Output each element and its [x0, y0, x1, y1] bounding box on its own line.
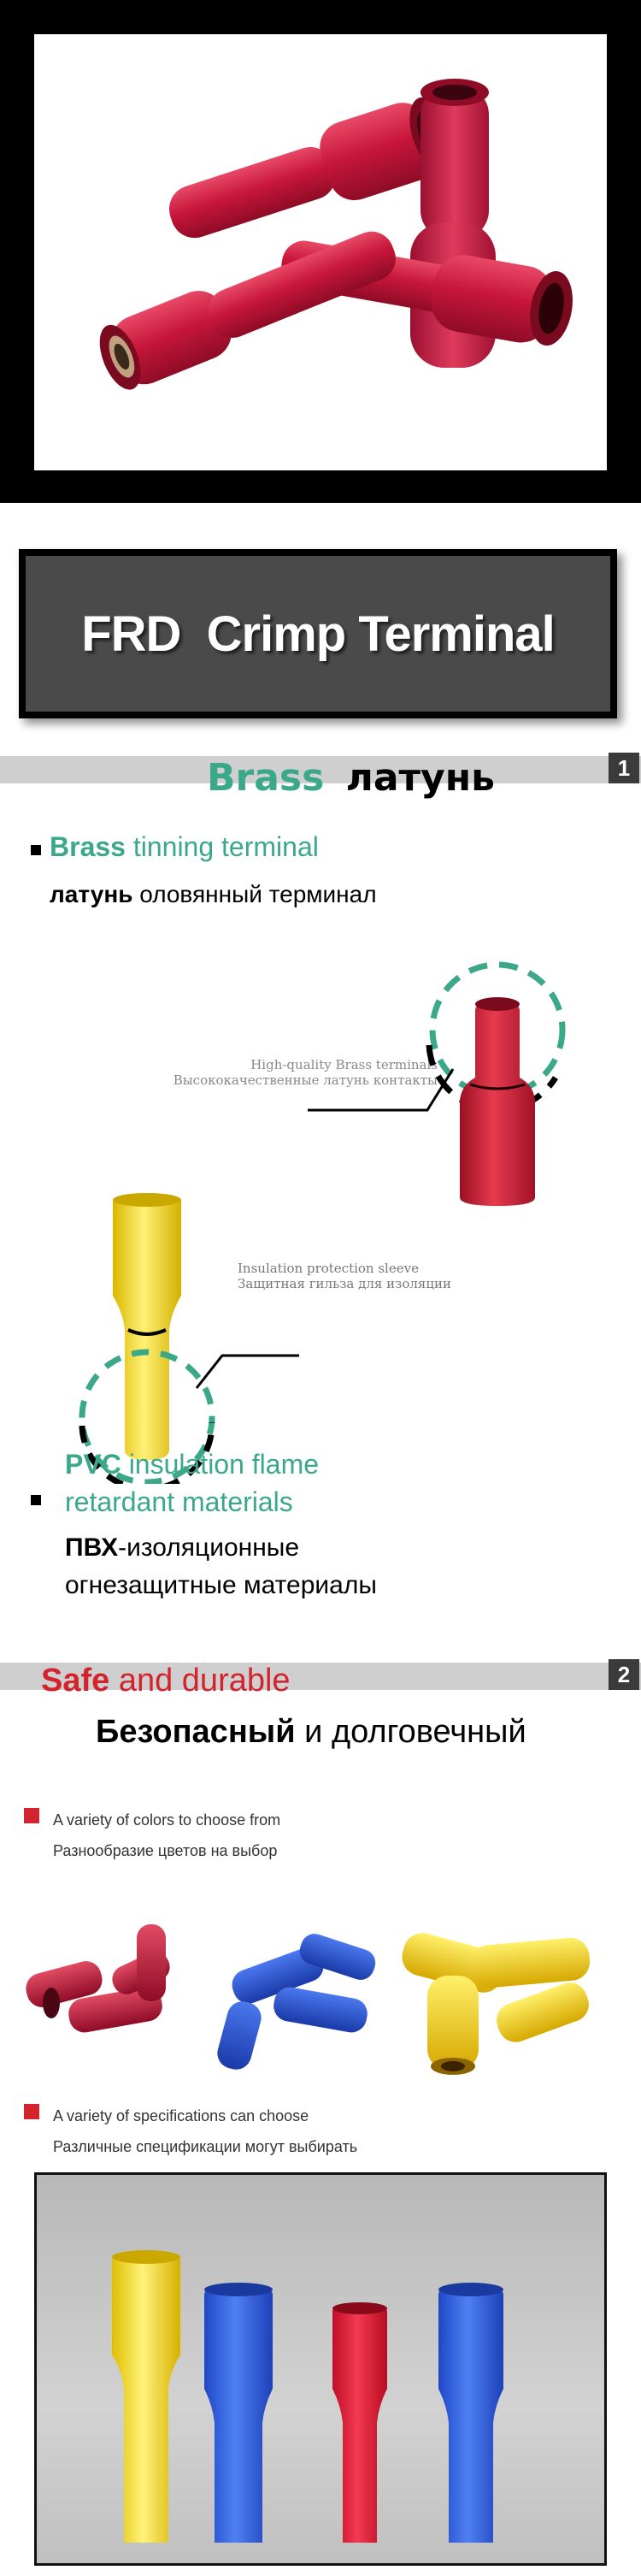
- bullet-2-ru: ПВХ-изоляционные огнезащитные материалы: [65, 1529, 377, 1604]
- heading-ru-rest: и долговечный: [304, 1714, 526, 1750]
- bullet-2-en-bold: PVC: [65, 1449, 121, 1480]
- bullet-1-ru-rest: оловянный терминал: [139, 881, 377, 907]
- section-2-heading-ru: Безопасный и долговечный: [96, 1714, 526, 1751]
- yellow-terminals-group: [402, 1933, 591, 2075]
- heading-latun: латунь: [345, 756, 495, 800]
- section-2-badge: 2: [609, 1659, 639, 1690]
- bullet-1-en: Brass tinning terminal: [50, 831, 319, 863]
- bullet-2-en-line2: retardant materials: [65, 1486, 293, 1517]
- heading-brass: Brass: [207, 756, 325, 800]
- bullet-2-ru-line2: огнезащитные материалы: [65, 1571, 377, 1599]
- section-2-bar: [0, 1663, 641, 1690]
- point-1-en: A variety of colors to choose from: [53, 1811, 281, 1829]
- point-1-ru: Разнообразие цветов на выбор: [53, 1842, 278, 1859]
- bullet-1-ru: латунь оловянный терминал: [50, 881, 377, 908]
- section-1-badge: 1: [609, 753, 639, 783]
- bullet-1-en-bold: Brass: [50, 831, 126, 862]
- section-1-heading: Brass латунь: [207, 756, 495, 800]
- red-terminals-image: [99, 79, 573, 390]
- callout-1-en: High-quality Brass terminals: [250, 1057, 438, 1072]
- banner-title: FRD Crimp Terminal: [81, 606, 556, 662]
- red-terminals-group: [26, 1924, 170, 2033]
- section-1-bar: [0, 756, 641, 783]
- point-2-ru: Различные спецификации могут выбирать: [53, 2138, 358, 2155]
- red-terminal-diagram: [308, 961, 566, 1206]
- yellow-terminal-diagram: [79, 1193, 299, 1484]
- bullet-square: [31, 1495, 41, 1505]
- point-2-en: A variety of specifications can choose: [53, 2107, 309, 2124]
- point-1: A variety of colors to choose from Разно…: [53, 1805, 280, 1866]
- callout-2-en: Insulation protection sleeve: [238, 1261, 419, 1276]
- size-variants-image: [112, 2250, 503, 2543]
- bullet-1-ru-bold: латунь: [50, 881, 133, 907]
- callout-2: Insulation protection sleeve Защитная ги…: [238, 1261, 451, 1291]
- bullet-2-en: PVC insulation flame retardant materials: [65, 1445, 319, 1521]
- bullet-square: [31, 845, 41, 855]
- hero-frame: [0, 0, 641, 503]
- hero-product-photo: [34, 34, 607, 470]
- heading-and-durable: and durable: [118, 1663, 291, 1699]
- bullet-2-ru-bold: ПВХ: [65, 1533, 119, 1562]
- bullet-1-en-rest: tinning terminal: [132, 831, 319, 862]
- color-variants-image: [26, 1924, 591, 2075]
- heading-safe: Safe: [41, 1663, 110, 1699]
- title-banner: FRD Crimp Terminal: [19, 549, 617, 718]
- callout-2-ru: Защитная гильза для изоляции: [238, 1276, 451, 1291]
- red-square-bullet: [24, 2104, 39, 2119]
- point-2: A variety of specifications can choose Р…: [53, 2100, 357, 2162]
- section-2-heading-en: Safe and durable: [41, 1663, 291, 1699]
- bullet-2-en-line1: insulation flame: [128, 1449, 320, 1480]
- blue-terminals-group: [217, 1934, 376, 2070]
- bullet-2-ru-line1: -изоляционные: [118, 1533, 300, 1562]
- callout-1-ru: Высококачественные латунь контакты: [173, 1072, 438, 1088]
- callout-1: High-quality Brass terminals Высококачес…: [173, 1057, 438, 1088]
- specifications-photo: [34, 2172, 607, 2566]
- red-square-bullet: [24, 1808, 39, 1823]
- heading-ru-bold: Безопасный: [96, 1714, 296, 1750]
